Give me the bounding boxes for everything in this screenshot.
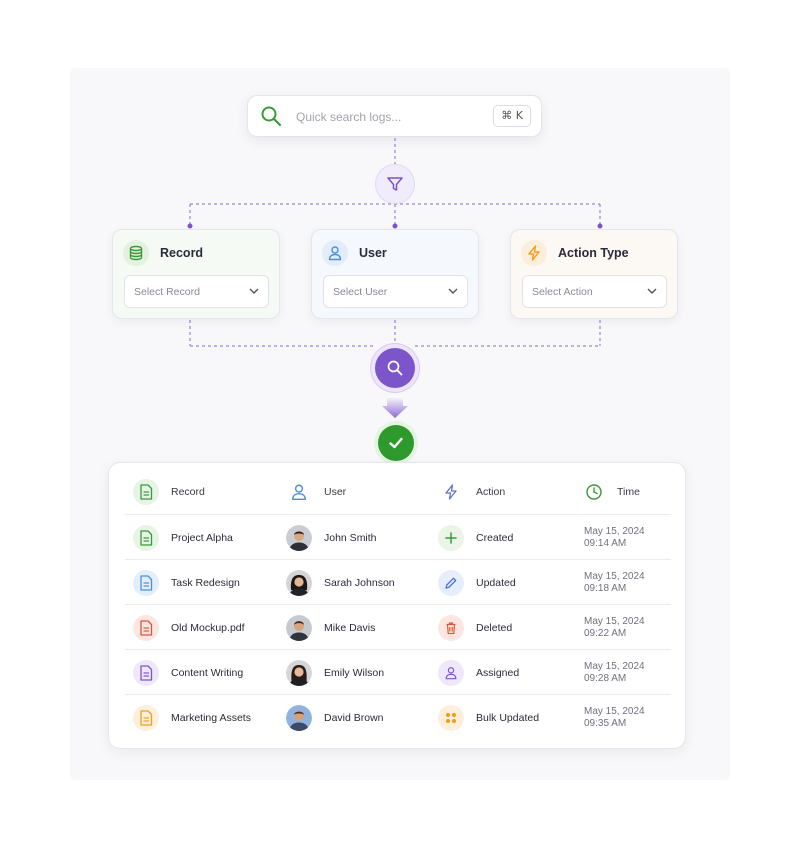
success-node [378,425,414,461]
record-select[interactable]: Select Record [124,275,269,308]
lightning-icon [521,240,547,266]
user-name: John Smith [324,531,377,544]
user-name: Sarah Johnson [324,576,395,589]
funnel-icon [387,177,403,191]
magnifier-icon [387,360,403,376]
checkmark-icon [389,437,403,449]
table-row[interactable]: Marketing Assets David Brown Bulk Update… [125,694,671,740]
filter-title: Record [160,246,204,260]
document-icon [133,659,159,686]
header-time[interactable]: Time [581,469,640,514]
document-icon [133,614,159,641]
action-select[interactable]: Select Action [522,275,667,308]
log-time: 09:35 AM [584,717,627,729]
document-icon [133,478,159,505]
search-bar[interactable]: ⌘ K [247,95,542,137]
log-date: May 15, 2024 [584,570,645,582]
log-time: 09:18 AM [584,582,627,594]
clock-icon [581,479,607,505]
document-icon [133,569,159,596]
header-record[interactable]: Record [133,469,205,514]
record-name: Old Mockup.pdf [171,621,245,634]
header-user[interactable]: User [286,469,346,514]
avatar [286,614,312,641]
action-name: Created [476,531,514,544]
search-icon [261,106,282,127]
avatar [286,524,312,551]
user-select[interactable]: Select User [323,275,468,308]
pencil-icon [438,569,464,596]
document-icon [133,524,159,551]
search-node[interactable] [375,348,415,388]
database-icon [123,240,149,266]
user-icon [322,240,348,266]
user-icon [438,659,464,686]
avatar [286,659,312,686]
avatar [286,569,312,596]
log-date: May 15, 2024 [584,615,645,627]
filter-title: User [359,246,387,260]
action-name: Bulk Updated [476,711,540,724]
user-name: Mike Davis [324,621,376,634]
search-input[interactable] [294,106,488,128]
action-name: Updated [476,576,516,589]
action-name: Assigned [476,666,520,679]
activity-log-table: Record User Action Time Project Al [108,462,686,749]
filter-card-action-type: Action Type Select Action [510,229,678,319]
log-time: 09:22 AM [584,627,627,639]
user-icon [286,479,312,505]
user-name: David Brown [324,711,384,724]
lightning-icon [438,479,464,505]
filter-card-user: User Select User [311,229,479,319]
log-time: 09:14 AM [584,537,627,549]
shortcut-badge: ⌘ K [493,105,531,127]
table-row[interactable]: Project Alpha John Smith Created May 15,… [125,514,671,560]
user-name: Emily Wilson [324,666,385,679]
chevron-down-icon [448,288,458,294]
filter-node[interactable] [375,164,415,204]
chevron-down-icon [249,288,259,294]
log-date: May 15, 2024 [584,660,645,672]
action-name: Deleted [476,621,513,634]
table-row[interactable]: Content Writing Emily Wilson Assigned Ma… [125,649,671,695]
chevron-down-icon [647,288,657,294]
grid-dots-icon [438,704,464,731]
record-name: Task Redesign [171,576,240,589]
trash-icon [438,614,464,641]
avatar [286,704,312,731]
table-header: Record User Action Time [125,469,671,514]
record-name: Project Alpha [171,531,233,544]
record-name: Marketing Assets [171,711,251,724]
log-time: 09:28 AM [584,672,627,684]
record-name: Content Writing [171,666,244,679]
table-row[interactable]: Task Redesign Sarah Johnson Updated May … [125,559,671,605]
filter-card-record: Record Select Record [112,229,280,319]
table-row[interactable]: Old Mockup.pdf Mike Davis Deleted May 15… [125,604,671,650]
log-date: May 15, 2024 [584,525,645,537]
header-action[interactable]: Action [438,469,505,514]
filter-title: Action Type [558,246,629,260]
log-date: May 15, 2024 [584,705,645,717]
plus-icon [438,524,464,551]
document-icon [133,704,159,731]
